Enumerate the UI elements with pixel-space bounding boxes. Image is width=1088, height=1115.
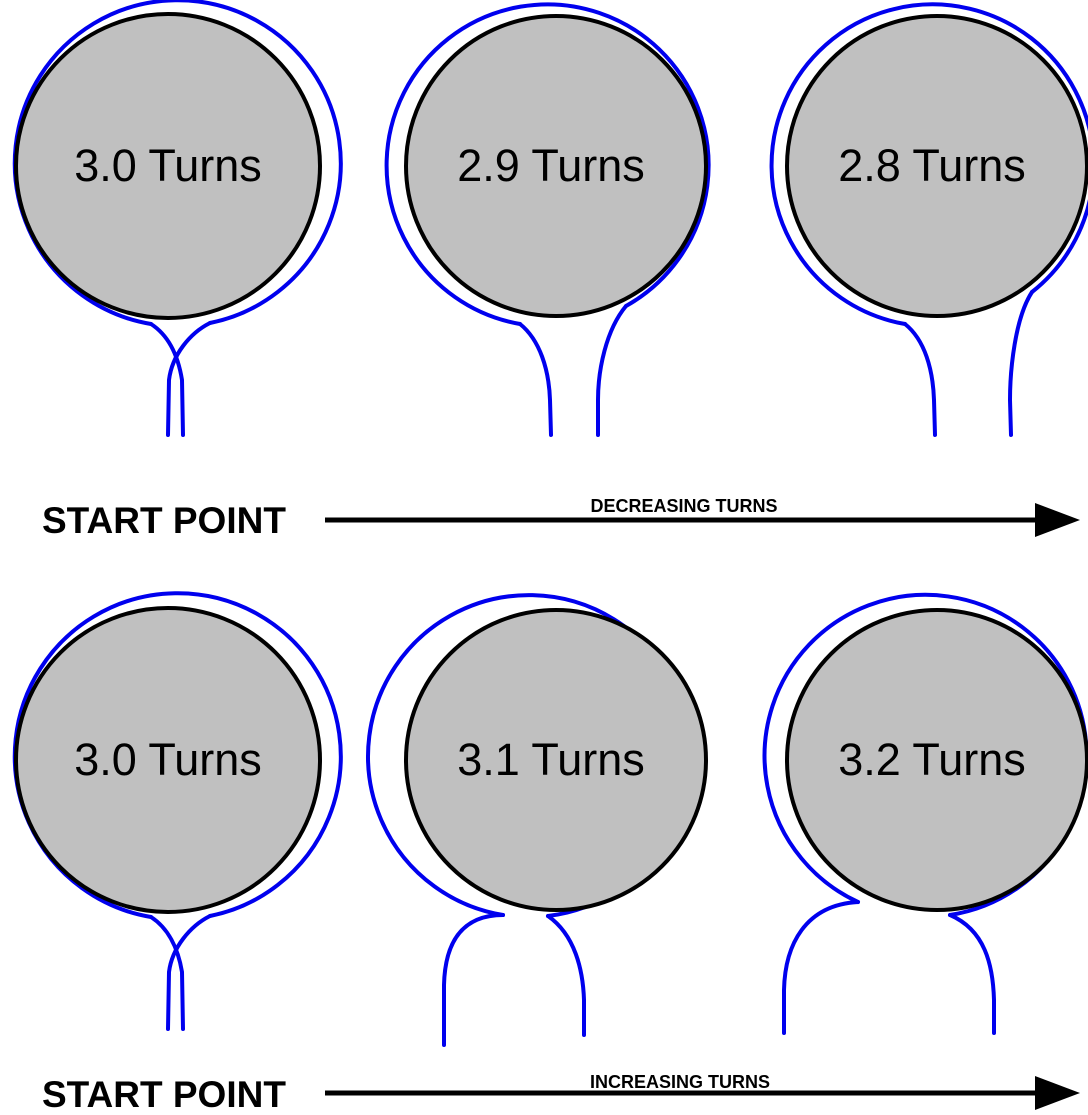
wire-lead-left: [518, 322, 553, 437]
direction-label: DECREASING TURNS: [590, 496, 777, 516]
coil-label: 2.8 Turns: [838, 140, 1026, 191]
drum: [785, 608, 1088, 912]
wire-lead-right: [546, 914, 586, 1037]
wire-lead-left: [782, 900, 860, 1035]
coil-2-8-turns: 2.8 Turns: [769, 2, 1088, 437]
drum: [14, 12, 322, 320]
wire-lead-left: [149, 322, 185, 437]
coil-label: 3.1 Turns: [457, 734, 645, 785]
coil-label: 3.2 Turns: [838, 734, 1026, 785]
direction-arrow-head: [1035, 503, 1080, 537]
drum: [404, 14, 708, 318]
wire-lead-right: [596, 304, 628, 437]
wire-wrap: [384, 2, 711, 326]
drum: [785, 14, 1088, 318]
coil-3-0-turns-bottom: 3.0 Turns: [12, 591, 343, 1031]
row-increasing: 3.0 Turns 3.1 Turns 3.2 Turns START POIN…: [12, 591, 1088, 1115]
wire-lead-right: [948, 913, 996, 1035]
start-point-label: START POINT: [42, 500, 286, 541]
coil-label: 2.9 Turns: [457, 140, 645, 191]
drum: [404, 608, 708, 912]
wire-lead-left: [442, 913, 505, 1047]
wire-wrap: [769, 2, 1088, 326]
coil-label: 3.0 Turns: [74, 734, 262, 785]
row-decreasing: 3.0 Turns 2.9 Turns 2.8 Turns START POIN…: [12, 0, 1088, 541]
coil-3-2-turns: 3.2 Turns: [762, 592, 1088, 1035]
coil-3-0-turns-top: 3.0 Turns: [12, 0, 343, 437]
wire-lead-right: [1007, 290, 1034, 437]
wire-lead-left: [149, 915, 185, 1031]
start-point-label: START POINT: [42, 1074, 286, 1115]
wire-lead-right: [166, 321, 212, 437]
coil-3-1-turns: 3.1 Turns: [366, 593, 708, 1047]
wire-lead-left: [903, 322, 937, 437]
drum: [14, 606, 322, 914]
direction-arrow-head: [1035, 1076, 1080, 1110]
coil-2-9-turns: 2.9 Turns: [384, 2, 711, 437]
coil-label: 3.0 Turns: [74, 140, 262, 191]
wire-lead-right: [166, 914, 212, 1031]
direction-label: INCREASING TURNS: [590, 1072, 770, 1092]
